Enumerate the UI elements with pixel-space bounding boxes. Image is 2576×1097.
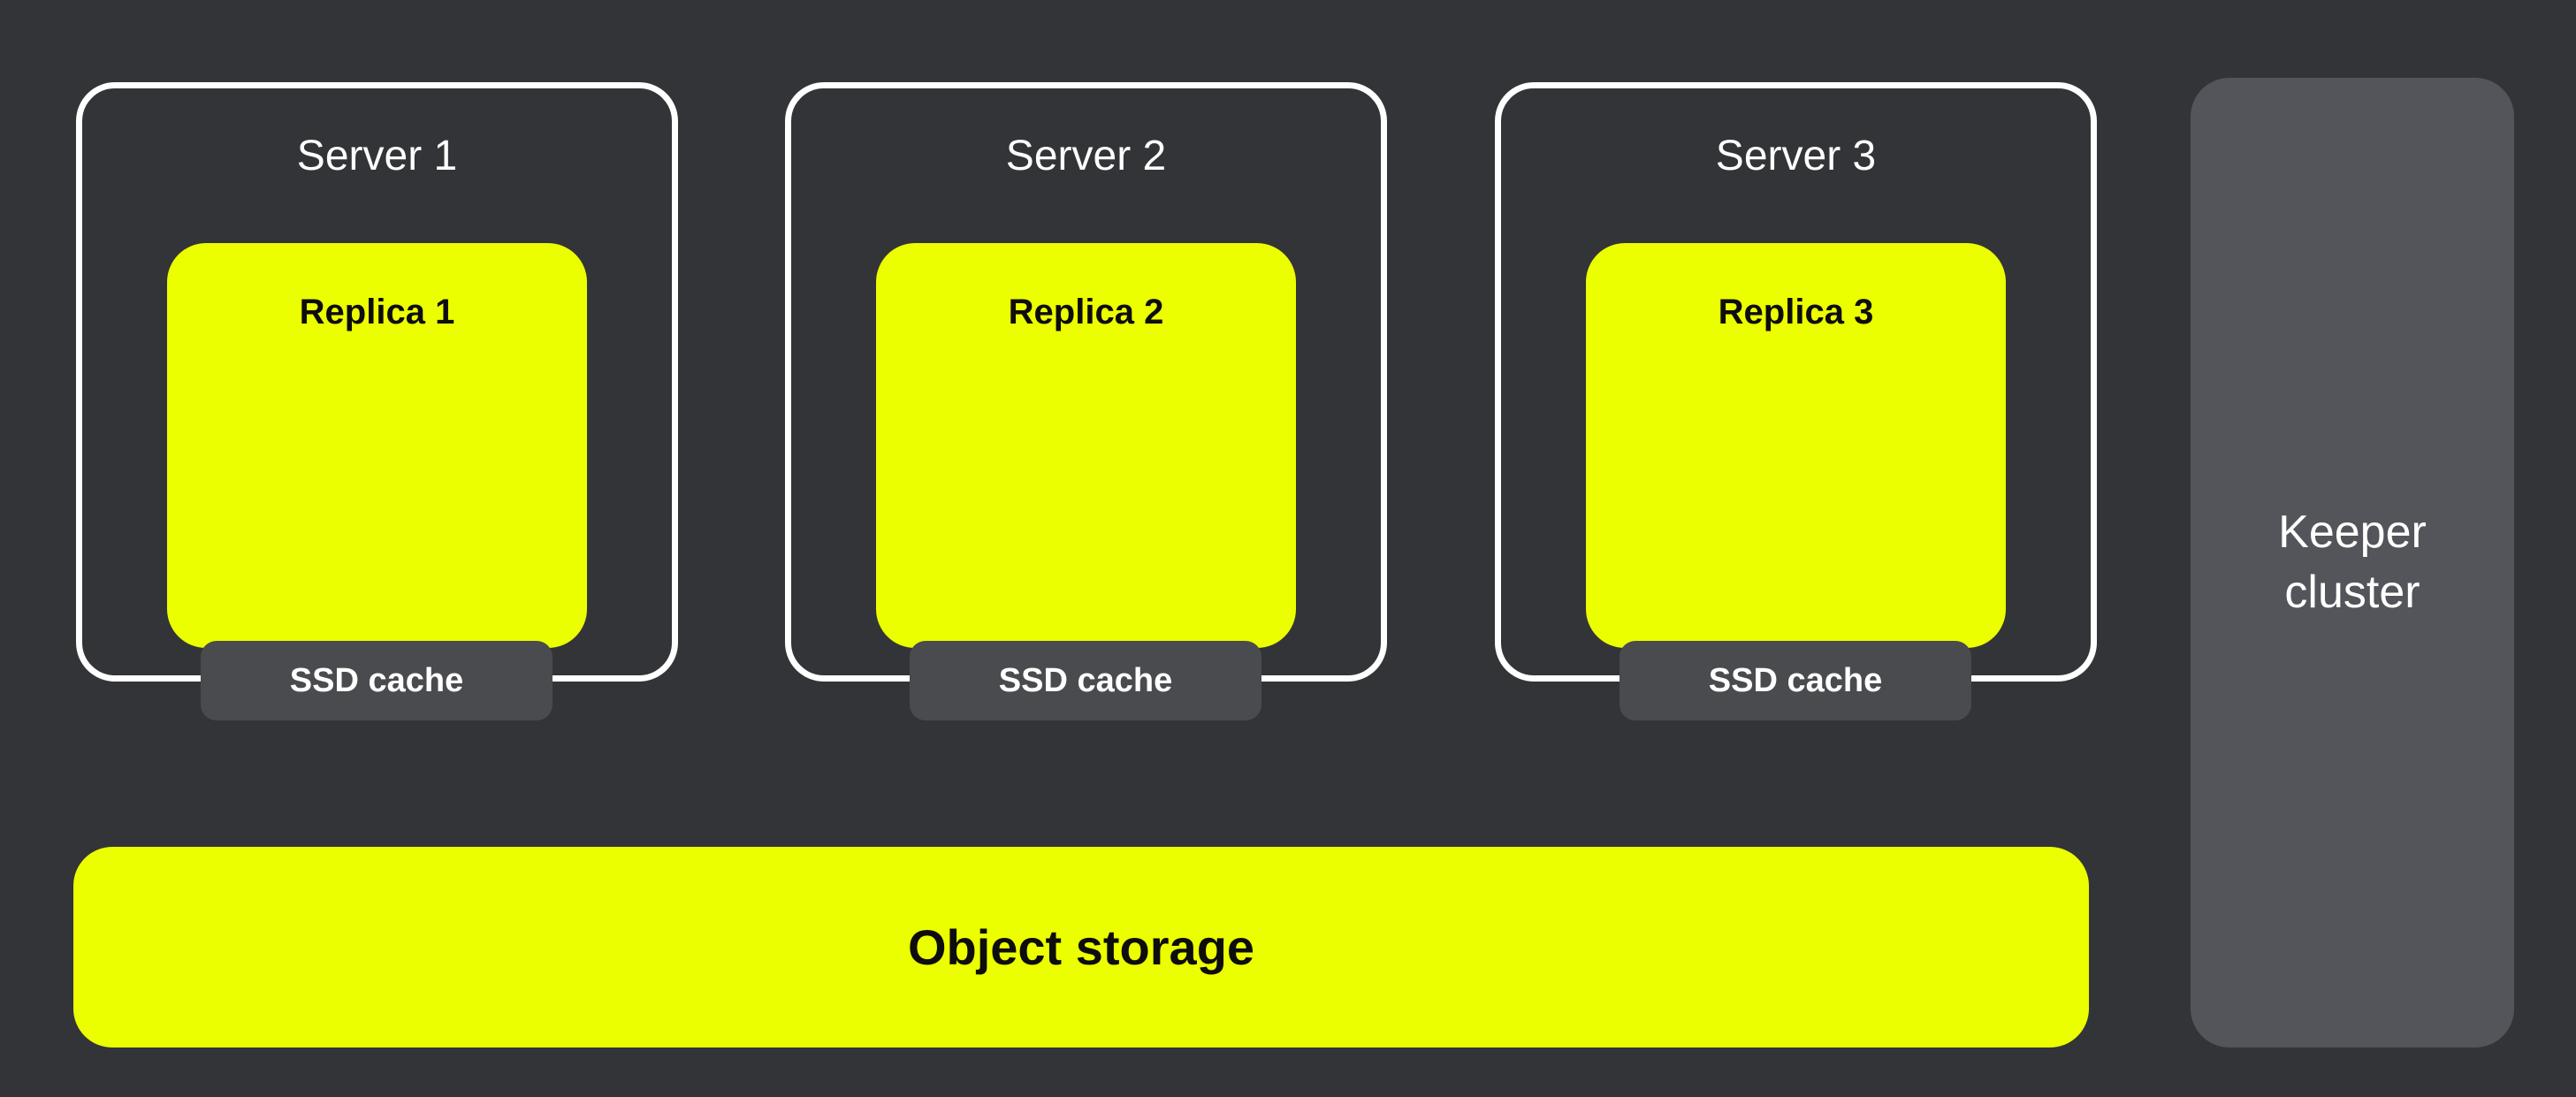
ssd-cache-label-1: SSD cache [289,661,464,699]
server-2-card: Server 2 Replica 2 SSD cache [785,82,1387,720]
server-3-title: Server 3 [1715,133,1877,179]
replica-1-label: Replica 1 [299,293,455,331]
ssd-cache-badge-3: SSD cache [1620,641,1971,720]
replica-2-label: Replica 2 [1008,293,1164,331]
keeper-cluster-box: Keeper cluster [2191,78,2514,1047]
object-storage-label: Object storage [907,919,1255,975]
replica-1-box: Replica 1 [167,243,587,648]
server-3-card: Server 3 Replica 3 SSD cache [1495,82,2097,720]
keeper-cluster-label-line1: Keeper [2278,506,2427,558]
replica-3-box: Replica 3 [1586,243,2006,648]
keeper-cluster-label-line2: cluster [2284,566,2420,618]
replica-3-label: Replica 3 [1718,293,1874,331]
ssd-cache-label-3: SSD cache [1708,661,1883,699]
ssd-cache-badge-2: SSD cache [910,641,1261,720]
replica-2-box: Replica 2 [876,243,1296,648]
object-storage-box: Object storage [73,847,2089,1047]
server-2-title: Server 2 [1005,133,1167,179]
server-1-title: Server 1 [296,133,458,179]
ssd-cache-label-2: SSD cache [998,661,1173,699]
ssd-cache-badge-1: SSD cache [201,641,553,720]
server-1-card: Server 1 Replica 1 SSD cache [76,82,678,720]
